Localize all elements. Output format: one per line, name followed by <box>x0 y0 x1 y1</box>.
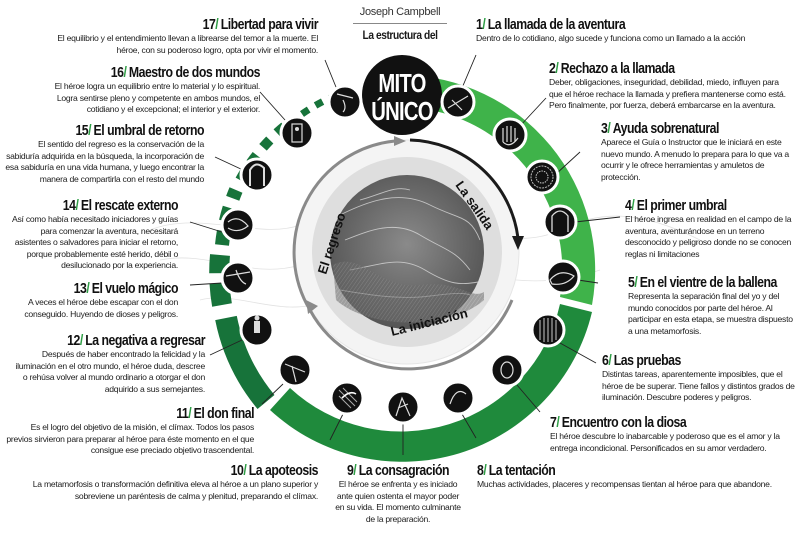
leader-lines <box>189 54 621 455</box>
mandala-icon[interactable] <box>524 159 560 195</box>
step-title: 13/El vuelo mágico <box>73 280 179 297</box>
step-title: 6/Las pruebas <box>602 352 681 369</box>
step-2: 2/Rechazo a la llamada Deber, obligacion… <box>549 60 789 112</box>
step-title: 7/Encuentro con la diosa <box>550 414 687 431</box>
step-title: 16/Maestro de dos mundos <box>110 64 261 81</box>
master-icon[interactable] <box>279 115 315 151</box>
step-desc: El héroe descubre lo inabarcable y poder… <box>550 431 780 453</box>
step-desc: Representa la separación final del yo y … <box>628 291 793 336</box>
step-4: 4/El primer umbral El héroe ingresa en r… <box>625 197 797 260</box>
step-desc: El equilibrio y el entendimiento llevan … <box>57 33 318 55</box>
step-13: 13/El vuelo mágico A veces el héroe debe… <box>20 280 178 320</box>
header-divider <box>353 23 447 24</box>
step-title: 15/El umbral de retorno <box>75 122 204 139</box>
step-12: 12/La negativa a regresar Después de hab… <box>10 332 205 395</box>
step-desc: La metamorfosis o transformación definit… <box>32 479 319 501</box>
step-desc: El héroe se enfrenta y es iniciado ante … <box>335 479 461 524</box>
refusal-return-icon[interactable] <box>239 312 275 348</box>
step-title: 14/El rescate externo <box>62 197 179 214</box>
title-line-2: ÚNICO <box>371 95 433 125</box>
step-desc: El héroe logra un equilibrio entre lo ma… <box>54 81 261 115</box>
step-1: 1/La llamada de la aventura Dentro de lo… <box>476 16 796 45</box>
temptation-icon[interactable] <box>440 380 476 416</box>
step-title: 4/El primer umbral <box>625 197 727 214</box>
step-11: 11/El don final Es el logro del objetivo… <box>4 405 254 457</box>
goddess-icon[interactable] <box>489 352 525 388</box>
step-title: 5/En el vientre de la ballena <box>628 274 777 291</box>
header: Joseph Campbell La estructura del <box>345 6 455 42</box>
step-desc: El sentido del regreso es la conservació… <box>5 139 204 184</box>
step-title: 8/La tentación <box>477 462 556 479</box>
step-title: 10/La apoteosis <box>230 462 319 479</box>
initiation-arrowhead <box>306 300 318 314</box>
whale-icon[interactable] <box>545 259 581 295</box>
author-name: Joseph Campbell <box>359 6 441 18</box>
step-title: 2/Rechazo a la llamada <box>549 60 675 77</box>
hand-icon[interactable] <box>492 117 528 153</box>
step-14: 14/El rescate externo Así como había nec… <box>4 197 178 272</box>
subtitle: La estructura del <box>362 28 438 42</box>
consecration-icon[interactable] <box>385 389 421 425</box>
step-title: 1/La llamada de la aventura <box>476 16 626 33</box>
title-line-1: MITO <box>378 69 426 98</box>
step-3: 3/Ayuda sobrenatural Aparece el Guía o I… <box>601 120 796 183</box>
step-desc: El héroe ingresa en realidad en el campo… <box>625 214 792 259</box>
return-arrow <box>292 139 514 371</box>
step-title: 12/La negativa a regresar <box>67 332 205 349</box>
step-desc: Distintas tareas, aparentemente imposibl… <box>602 369 795 403</box>
step-desc: Después de haber encontrado la felicidad… <box>15 349 205 394</box>
step-7: 7/Encuentro con la diosa El héroe descub… <box>550 414 795 454</box>
step-desc: Dentro de lo cotidiano, algo sucede y fu… <box>476 33 746 43</box>
step-15: 15/El umbral de retorno El sentido del r… <box>4 122 204 185</box>
initiation-arc <box>270 304 592 462</box>
trials-icon[interactable] <box>530 312 566 348</box>
step-desc: Aparece el Guía o Instructor que le inic… <box>601 137 789 182</box>
boon-icon[interactable] <box>277 352 313 388</box>
step-16: 16/Maestro de dos mundos El héroe logra … <box>40 64 261 116</box>
step-6: 6/Las pruebas Distintas tareas, aparente… <box>602 352 797 404</box>
step-desc: A veces el héroe debe escapar con el don… <box>24 297 178 319</box>
step-title: 3/Ayuda sobrenatural <box>601 120 719 137</box>
step-title: 17/Libertad para vivir <box>202 16 319 33</box>
step-10: 10/La apoteosis La metamorfosis o transf… <box>10 462 319 502</box>
apotheosis-icon[interactable] <box>329 380 365 416</box>
threshold-return-icon[interactable] <box>239 157 275 193</box>
departure-arrowhead <box>512 236 524 250</box>
title-badge <box>362 55 442 135</box>
step-9: 9/La consagración El héroe se enfrenta y… <box>333 462 463 525</box>
step-17: 17/Libertad para vivir El equilibrio y e… <box>50 16 318 56</box>
magic-flight-icon[interactable] <box>220 260 256 296</box>
step-desc: Muchas actividades, placeres y recompens… <box>477 479 772 489</box>
step-desc: Es el logro del objetivo de la misión, e… <box>6 422 254 456</box>
freedom-icon[interactable] <box>327 84 363 120</box>
return-arrowhead <box>394 136 406 146</box>
call-icon[interactable] <box>440 84 476 120</box>
rescue-icon[interactable] <box>220 207 256 243</box>
step-icons <box>220 84 581 425</box>
step-8: 8/La tentación Muchas actividades, place… <box>477 462 797 491</box>
step-desc: Así como había necesitado iniciadores y … <box>12 214 178 271</box>
departure-arrow <box>409 138 520 239</box>
step-5: 5/En el vientre de la ballena Representa… <box>628 274 793 337</box>
step-title: 9/La consagración <box>346 462 450 479</box>
step-title: 11/El don final <box>176 405 254 422</box>
step-desc: Deber, obligaciones, inseguridad, debili… <box>549 77 786 111</box>
door-icon[interactable] <box>542 204 578 240</box>
